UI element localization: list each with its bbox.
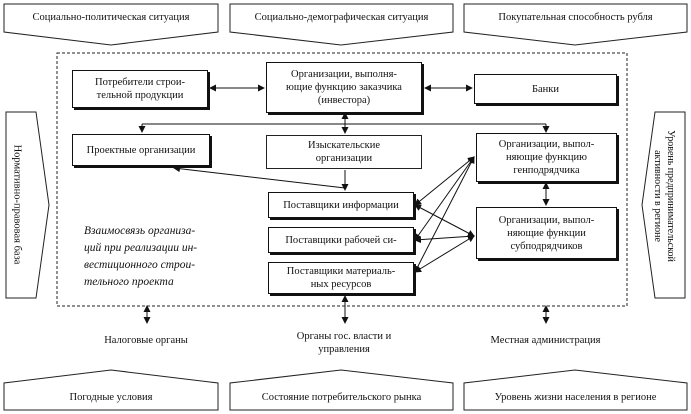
- box-subcontractors: Организации, выпол- няющие функции субпо…: [476, 207, 617, 259]
- box-consumers: Потребители строи- тельной продукции: [72, 70, 208, 108]
- box-design-label: Проектные организации: [86, 144, 196, 156]
- box-info-suppliers: Поставщики информации: [268, 192, 414, 218]
- box-local-admin: Местная администрация: [474, 325, 617, 355]
- bottom-factor-shape-3: [463, 369, 688, 411]
- box-consumers-label: Потребители строи- тельной продукции: [94, 77, 185, 101]
- box-material-suppliers: Поставщики материаль- ных ресурсов: [268, 262, 414, 294]
- left-factor: Нормативно-правовая база: [11, 144, 23, 265]
- box-customer: Организации, выполня- ющие функцию заказ…: [266, 62, 422, 113]
- box-tax-label: Налоговые органы: [104, 334, 188, 346]
- left-factor-shape: [5, 111, 50, 299]
- top-factor-2: Социально-демографическая ситуация: [254, 12, 429, 23]
- box-material-suppliers-label: Поставщики материаль- ных ресурсов: [286, 266, 396, 290]
- box-survey-label: Изыскательские организации: [307, 140, 381, 164]
- top-factor-shape-2: [229, 3, 454, 46]
- bottom-factor-1: Погодные условия: [69, 392, 153, 403]
- top-factor-3: Покупательная способность рубля: [498, 12, 653, 23]
- box-tax: Налоговые органы: [72, 325, 220, 355]
- bottom-factor-shape-1: [3, 369, 219, 411]
- box-general-contractor-label: Организации, выпол- няющие функцию генпо…: [498, 139, 595, 176]
- top-factor-shape-1: [3, 3, 219, 46]
- box-info-suppliers-label: Поставщики информации: [283, 199, 399, 211]
- box-government: Органы гос. власти и управления: [266, 325, 422, 361]
- box-banks-label: Банки: [531, 83, 560, 95]
- center-caption: Взаимосвязь организа- ций при реализации…: [84, 225, 198, 288]
- right-factor-shape: [641, 111, 686, 299]
- bottom-factor-3: Уровень жизни населения в регионе: [494, 392, 657, 403]
- box-banks: Банки: [474, 74, 617, 104]
- box-survey: Изыскательские организации: [266, 135, 422, 169]
- right-factor-text: Уровень предпринимательской активности в…: [652, 130, 676, 262]
- box-subcontractors-label: Организации, выпол- няющие функции субпо…: [498, 214, 595, 252]
- top-factor-shape-3: [463, 3, 688, 46]
- box-government-label: Органы гос. власти и управления: [296, 331, 392, 355]
- bottom-factor-2: Состояние потребительского рынка: [261, 392, 422, 403]
- right-factor: Уровень предпринимательской активности в…: [651, 116, 677, 276]
- top-factor-1: Социально-политическая ситуация: [32, 12, 190, 23]
- box-design: Проектные организации: [72, 134, 210, 166]
- bottom-factor-shape-2: [229, 369, 454, 411]
- box-labor-suppliers: Поставщики рабочей си-: [268, 227, 414, 253]
- box-customer-label: Организации, выполня- ющие функцию заказ…: [286, 69, 402, 106]
- box-general-contractor: Организации, выпол- няющие функцию генпо…: [476, 133, 617, 182]
- box-local-admin-label: Местная администрация: [490, 334, 601, 346]
- box-labor-suppliers-label: Поставщики рабочей си-: [285, 234, 397, 246]
